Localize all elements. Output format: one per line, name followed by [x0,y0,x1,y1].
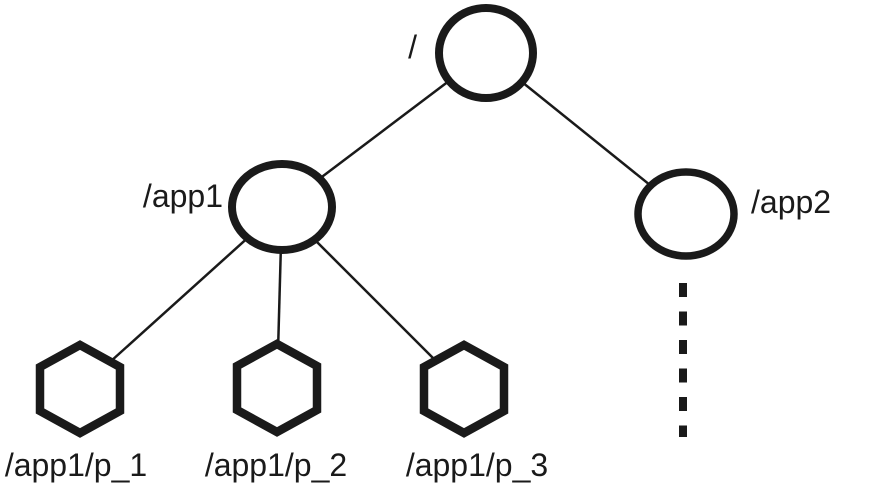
node-label-p3: /app1/p_3 [406,447,548,483]
node-label-p2: /app1/p_2 [205,447,347,483]
node-root-circle [435,4,537,102]
node-p3-hexagon [419,340,509,438]
tree-edges [79,52,687,437]
node-app1-circle [228,160,336,254]
node-p1-hexagon [35,340,125,438]
node-label-app1: /app1 [143,178,223,214]
tree-nodes [35,4,738,438]
node-label-root: / [408,29,417,65]
node-label-p1: /app1/p_1 [5,447,147,483]
tree-labels: / /app1 /app2 /app1/p_1 /app1/p_2 /app1/… [5,29,831,483]
node-app2-circle [634,168,738,260]
node-p2-hexagon [232,339,322,437]
node-label-app2: /app2 [751,184,831,220]
